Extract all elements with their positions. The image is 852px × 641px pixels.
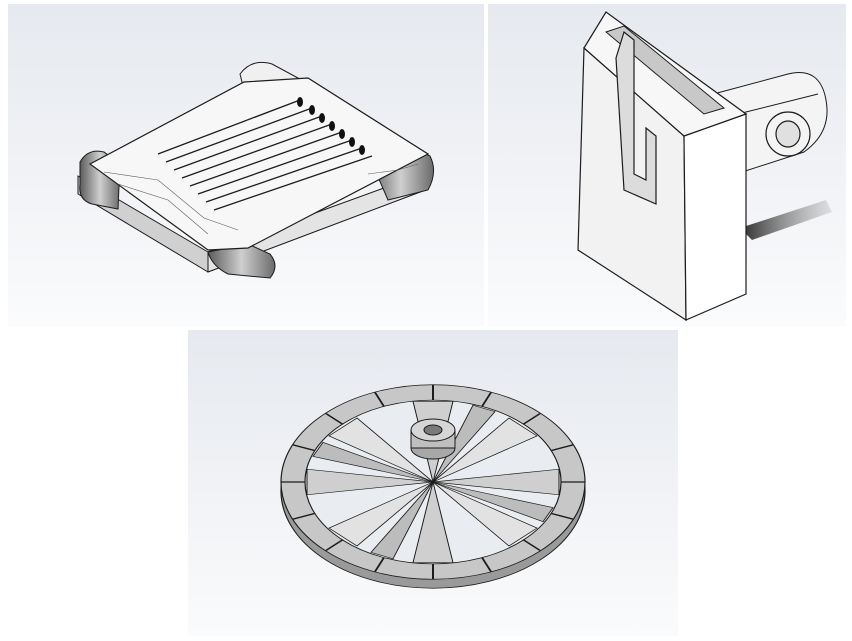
viewport-grooved-plate[interactable] (8, 4, 484, 326)
viewport-spoked-wheel[interactable] (188, 330, 678, 636)
spoked-wheel-model-icon (188, 330, 678, 636)
bracket-mount-model-icon (488, 4, 846, 326)
viewport-bracket-mount[interactable] (488, 4, 846, 326)
grooved-plate-model-icon (8, 4, 484, 326)
